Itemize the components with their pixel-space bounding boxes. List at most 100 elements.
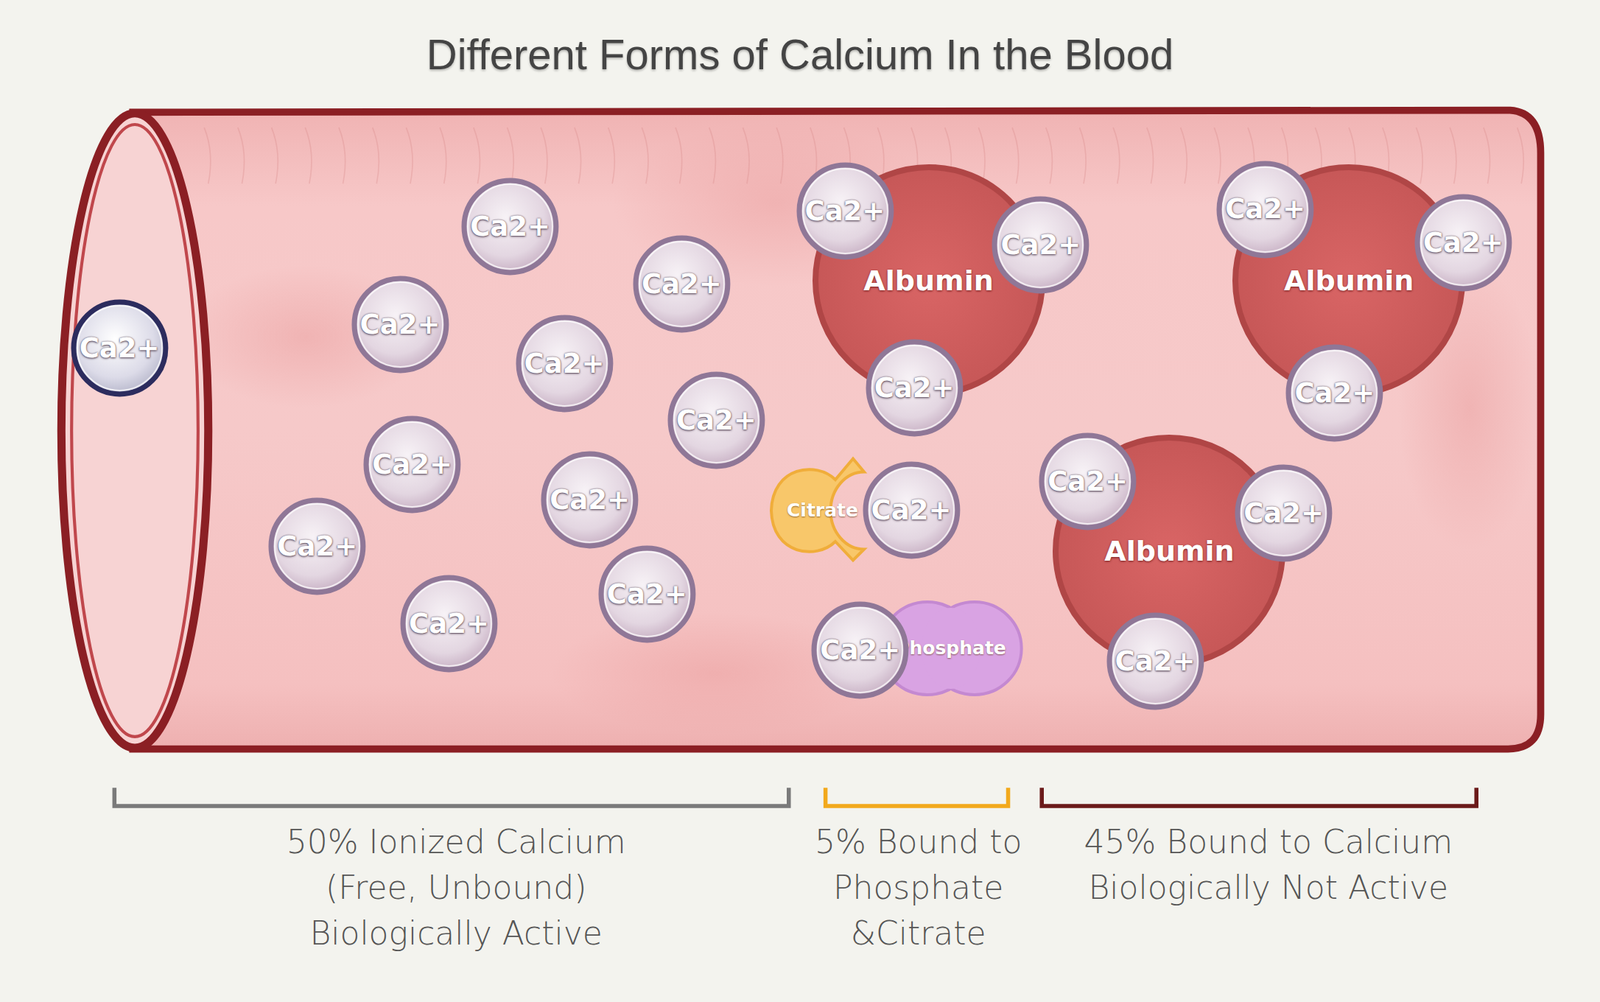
calcium-ion: Ca2+ xyxy=(862,461,961,560)
ion-label: Ca2+ xyxy=(549,483,630,516)
calcium-ion: Ca2+ xyxy=(796,162,895,261)
vessel-streak xyxy=(1483,127,1491,184)
ion-highlight xyxy=(406,581,492,666)
ion-label: Ca2+ xyxy=(1294,377,1375,409)
ion-label: Ca2+ xyxy=(805,195,886,227)
ion-circle xyxy=(1041,435,1134,528)
ion-highlight xyxy=(1045,439,1131,524)
ion-highlight xyxy=(1292,350,1377,436)
vessel-streak xyxy=(1517,127,1525,184)
ion-highlight xyxy=(604,551,690,637)
vessel-streak xyxy=(1415,127,1423,184)
brackets xyxy=(114,787,1477,806)
ion-highlight xyxy=(274,503,360,589)
ion-label: Ca2+ xyxy=(1423,226,1504,259)
calcium-ion: Ca2+ xyxy=(1106,612,1205,711)
ion-circle xyxy=(799,165,892,258)
calcium-ion: Ca2+ xyxy=(811,601,910,700)
vessel-streak xyxy=(304,127,312,184)
ion-circle xyxy=(518,317,611,410)
bracket-label: 45% Bound to Calcium Biologically Not Ac… xyxy=(1054,819,1483,910)
bracket-protein-bound xyxy=(1041,787,1477,806)
calcium-ion: Ca2+ xyxy=(515,314,614,413)
calcium-ion: Ca2+ xyxy=(1285,344,1384,442)
ion-highlight xyxy=(869,467,954,553)
ion-label: Ca2+ xyxy=(1047,465,1128,498)
ion-label: Ca2+ xyxy=(871,494,952,526)
ion-label: Ca2+ xyxy=(79,332,160,364)
protein-label: Albumin xyxy=(1283,264,1414,297)
ion-highlight xyxy=(522,321,607,406)
ion-label: Ca2+ xyxy=(524,347,605,380)
vessel-wall xyxy=(132,110,1541,750)
vessel-streak xyxy=(776,127,784,184)
ion-label: Ca2+ xyxy=(819,634,901,666)
vessel-streak xyxy=(978,127,985,184)
vessel-streak xyxy=(372,127,380,184)
calcium-ion: Ca2+ xyxy=(1234,464,1333,563)
vessel-streak xyxy=(540,127,548,184)
ion-highlight xyxy=(1222,167,1308,252)
protein-label: Albumin xyxy=(863,264,994,297)
vessel-streak xyxy=(338,127,346,184)
bracket-ionized xyxy=(114,787,789,806)
vessel-streak xyxy=(473,127,481,184)
protein-label: Albumin xyxy=(1104,534,1234,568)
calcium-ion: Ca2+ xyxy=(667,371,766,470)
citrate-molecule: Citrate xyxy=(766,455,878,566)
calcium-ion: Ca2+ xyxy=(598,545,697,644)
ion-circle xyxy=(271,500,364,593)
ion-circle xyxy=(543,453,636,546)
ion-highlight xyxy=(639,241,725,327)
ion-circle xyxy=(402,577,496,670)
ion-highlight xyxy=(77,305,163,391)
ion-highlight xyxy=(467,184,553,269)
vessel-streak xyxy=(1079,127,1086,184)
ion-label: Ca2+ xyxy=(360,308,441,341)
ion-circle xyxy=(1109,615,1202,708)
ion-highlight xyxy=(817,607,903,693)
ion-circle xyxy=(865,464,958,557)
ion-label: Ca2+ xyxy=(606,578,688,610)
ion-circle xyxy=(635,237,728,331)
bracket-label: 50% Ionized Calcium (Free, Unbound) Biol… xyxy=(279,819,633,956)
ion-label: Ca2+ xyxy=(1225,193,1306,225)
calcium-ion: Ca2+ xyxy=(632,234,731,333)
ion-circle xyxy=(601,548,694,641)
vessel-streak xyxy=(574,127,582,184)
vessel-streak xyxy=(507,127,515,184)
ion-label: Ca2+ xyxy=(372,448,453,481)
calcium-ion: Ca2+ xyxy=(1038,432,1137,531)
vessel-streak xyxy=(675,127,683,184)
ion-label: Ca2+ xyxy=(676,404,757,437)
ion-label: Ca2+ xyxy=(469,210,551,243)
ion-highlight xyxy=(802,168,888,254)
vessel-streak xyxy=(405,127,413,184)
diagram-title: Different Forms of Calcium In the Blood xyxy=(0,29,1600,79)
ion-highlight xyxy=(358,282,443,367)
vessel-streak xyxy=(1012,127,1019,184)
calcium-ion: Ca2+ xyxy=(268,497,367,596)
vessel-streak xyxy=(641,127,649,184)
bracket-label: 5% Bound to Phosphate &Citrate xyxy=(804,819,1033,956)
ion-highlight xyxy=(1241,470,1326,556)
ion-circle xyxy=(868,341,961,434)
calcium-ion: Ca2+ xyxy=(1216,160,1315,259)
ion-label: Ca2+ xyxy=(276,530,358,563)
vessel-streak xyxy=(1213,127,1221,184)
vessel-streak xyxy=(1146,127,1154,184)
calcium-ion: Ca2+ xyxy=(991,195,1090,294)
ion-highlight xyxy=(547,457,633,543)
molecule-label: Phosphate xyxy=(895,637,1007,659)
ion-label: Ca2+ xyxy=(1115,645,1196,677)
vessel-streak xyxy=(1046,127,1053,184)
ion-label: Ca2+ xyxy=(874,372,955,404)
calcium-ion: Ca2+ xyxy=(461,177,560,276)
vessel-streak xyxy=(271,127,279,184)
ion-circle xyxy=(670,374,763,467)
ion-circle xyxy=(366,418,459,511)
ion-highlight xyxy=(674,377,759,463)
ion-label: Ca2+ xyxy=(1243,497,1324,529)
calcium-ion: Ca2+ xyxy=(363,415,462,514)
calcium-ion: Ca2+ xyxy=(351,275,450,374)
